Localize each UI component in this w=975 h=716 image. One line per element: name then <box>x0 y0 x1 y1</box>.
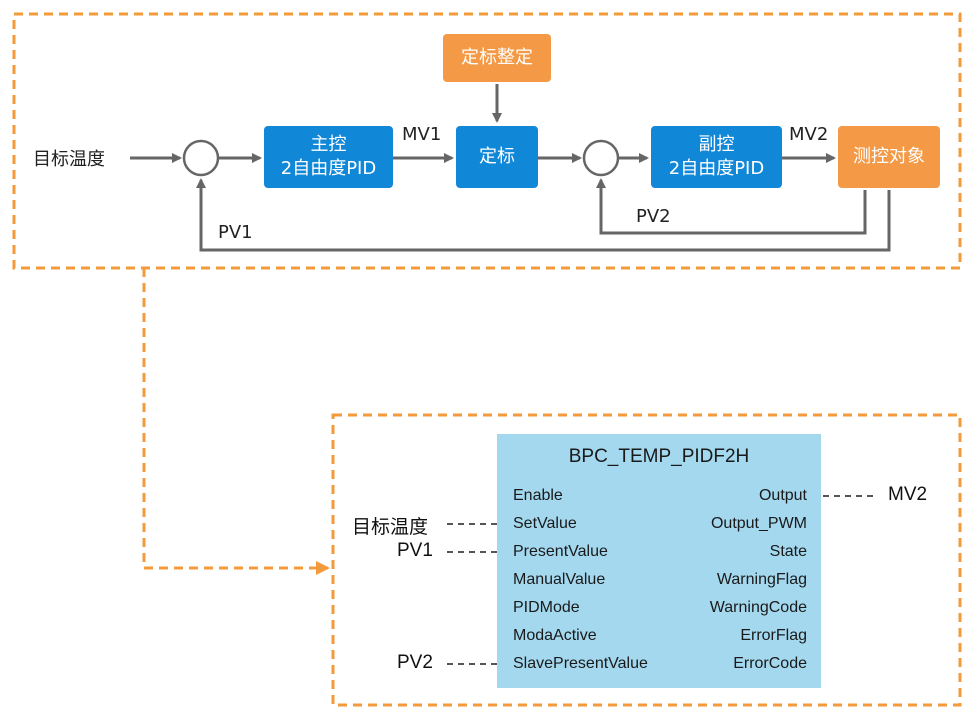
sub-controller-line1: 副控 <box>698 134 735 155</box>
feedback-pv2 <box>596 178 867 235</box>
pin-output-pwm: Output_PWM <box>710 515 807 532</box>
setvalue-source-label: 目标温度 <box>352 517 429 538</box>
pin-state: State <box>769 543 807 560</box>
calibration-setting-text: 定标整定 <box>461 47 533 68</box>
pin-pidmode: PIDMode <box>513 599 580 616</box>
top-dashed-frame <box>12 12 962 270</box>
sub-controller-block: 副控 2自由度PID <box>651 126 782 188</box>
calibration-text: 定标 <box>479 146 515 167</box>
pin-warningflag: WarningFlag <box>716 571 807 588</box>
pin-slavepresentvalue: SlavePresentValue <box>513 655 648 672</box>
pv2-label: PV2 <box>636 206 671 227</box>
function-block: BPC_TEMP_PIDF2H Enable SetValue PresentV… <box>497 434 821 688</box>
calibration-setting-block: 定标整定 <box>443 34 551 82</box>
main-controller-line2: 2自由度PID <box>280 158 377 179</box>
summing-junction-2 <box>582 139 620 177</box>
pin-presentvalue: PresentValue <box>513 543 608 560</box>
pin-errorflag: ErrorFlag <box>740 627 807 644</box>
pin-setvalue: SetValue <box>513 515 577 532</box>
mv1-label: MV1 <box>402 124 442 145</box>
pin-output: Output <box>758 487 807 504</box>
summing-junction-1 <box>182 139 220 177</box>
pin-manualvalue: ManualValue <box>513 571 606 588</box>
plant-block: 测控对象 <box>838 126 940 188</box>
main-controller-line1: 主控 <box>310 134 347 155</box>
bottom-dashed-frame <box>331 413 962 707</box>
pin-enable: Enable <box>513 487 563 504</box>
slavepresentvalue-source-label: PV2 <box>397 652 433 673</box>
orange-link-arrow <box>142 268 330 575</box>
presentvalue-source-label: PV1 <box>397 540 433 561</box>
feedback-pv1 <box>196 178 891 252</box>
output-target-label: MV2 <box>888 484 928 505</box>
plant-text: 测控对象 <box>853 146 925 167</box>
sub-controller-line2: 2自由度PID <box>668 158 765 179</box>
pin-modaactive: ModaActive <box>513 627 597 644</box>
pv1-label: PV1 <box>218 222 253 243</box>
pin-errorcode: ErrorCode <box>733 655 807 672</box>
pin-warningcode: WarningCode <box>709 599 807 616</box>
input-label: 目标温度 <box>33 149 105 170</box>
calibration-block: 定标 <box>456 126 538 188</box>
mv2-label: MV2 <box>789 124 829 145</box>
function-block-title: BPC_TEMP_PIDF2H <box>568 446 750 467</box>
main-controller-block: 主控 2自由度PID <box>264 126 393 188</box>
